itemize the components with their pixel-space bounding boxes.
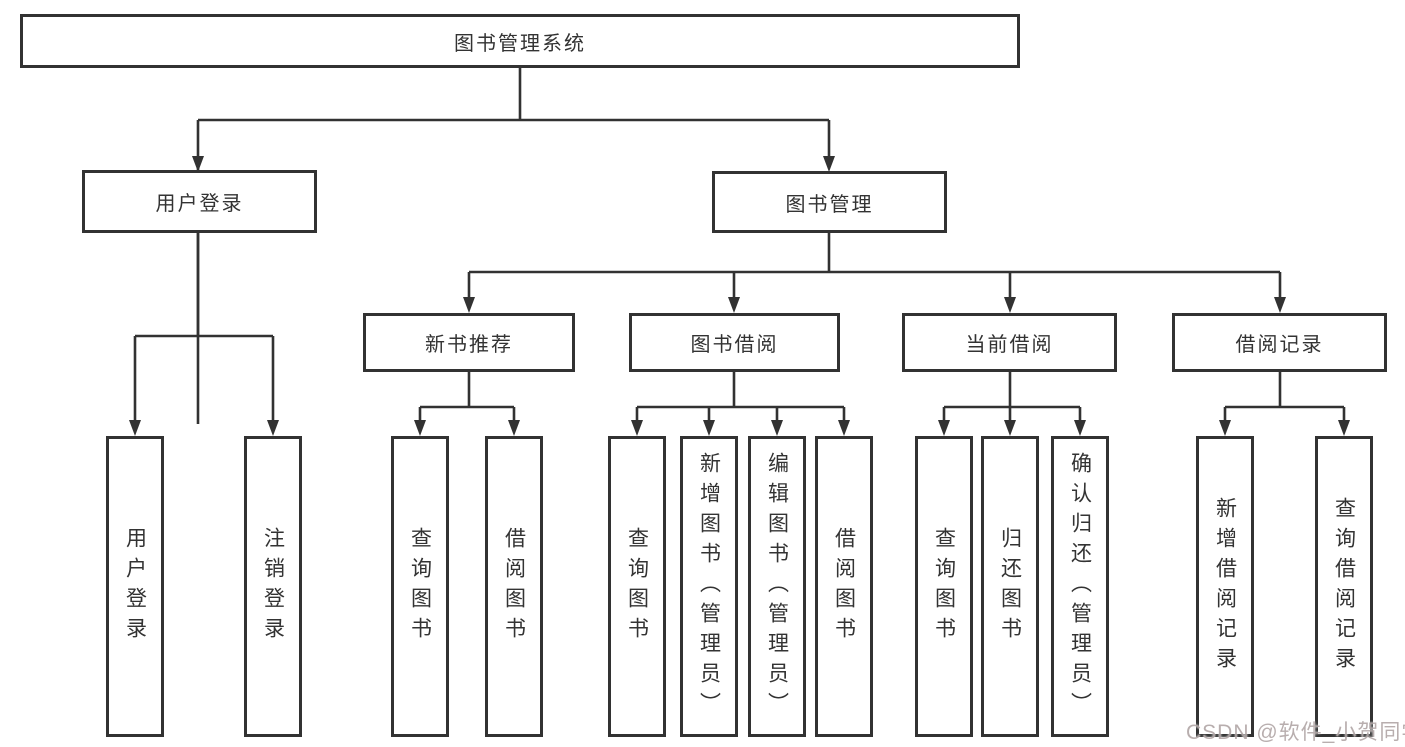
node-user-login-branch: 用户登录	[82, 170, 317, 233]
leaf-edit-books-admin: 编辑图书（管理员）	[748, 436, 806, 737]
node-new-book-recommend: 新书推荐	[363, 313, 575, 372]
leaf-borrow-books: 借阅图书	[815, 436, 873, 737]
leaf-confirm-return-admin: 确认归还（管理员）	[1051, 436, 1109, 737]
leaf-query-books-current: 查询图书	[915, 436, 973, 737]
leaf-borrow-books-recommend: 借阅图书	[485, 436, 543, 737]
csdn-watermark: CSDN @软件_小贺同学	[1186, 721, 1405, 744]
leaf-add-borrow-record: 新增借阅记录	[1196, 436, 1254, 737]
node-library-system: 图书管理系统	[20, 14, 1020, 68]
node-book-borrow: 图书借阅	[629, 313, 840, 372]
leaf-query-borrow-record: 查询借阅记录	[1315, 436, 1373, 737]
node-current-borrow: 当前借阅	[902, 313, 1117, 372]
leaf-add-books-admin: 新增图书（管理员）	[680, 436, 738, 737]
node-book-management: 图书管理	[712, 171, 947, 233]
leaf-return-books: 归还图书	[981, 436, 1039, 737]
leaf-query-books-recommend: 查询图书	[391, 436, 449, 737]
leaf-user-login: 用户登录	[106, 436, 164, 737]
leaf-query-books-borrow: 查询图书	[608, 436, 666, 737]
arrowheads	[129, 156, 1350, 436]
leaf-logout: 注销登录	[244, 436, 302, 737]
node-borrow-records: 借阅记录	[1172, 313, 1387, 372]
